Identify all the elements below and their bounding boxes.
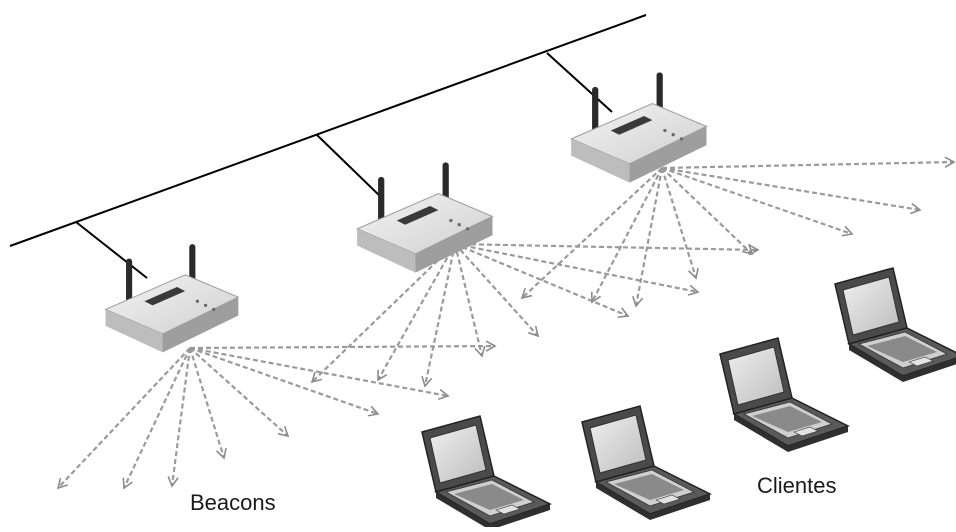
drop-cables (75, 52, 613, 279)
laptop-client-4 (834, 267, 956, 383)
laptop-icon (719, 337, 849, 453)
beacon-rays (56, 156, 956, 490)
beacons-label: Beacons (190, 490, 276, 515)
laptop-icon (421, 415, 551, 531)
access-point-icon (356, 161, 494, 274)
clientes-label: Clientes (757, 473, 837, 498)
backbone-cable (9, 14, 647, 247)
access-point-icon (570, 71, 707, 184)
laptop-client-1 (421, 415, 551, 531)
laptop-client-3 (719, 337, 849, 453)
laptop-client-2 (581, 405, 711, 521)
access-point-right (570, 71, 707, 184)
laptop-icon (581, 405, 711, 521)
laptop-icon (834, 267, 956, 383)
access-point-middle (356, 161, 494, 274)
